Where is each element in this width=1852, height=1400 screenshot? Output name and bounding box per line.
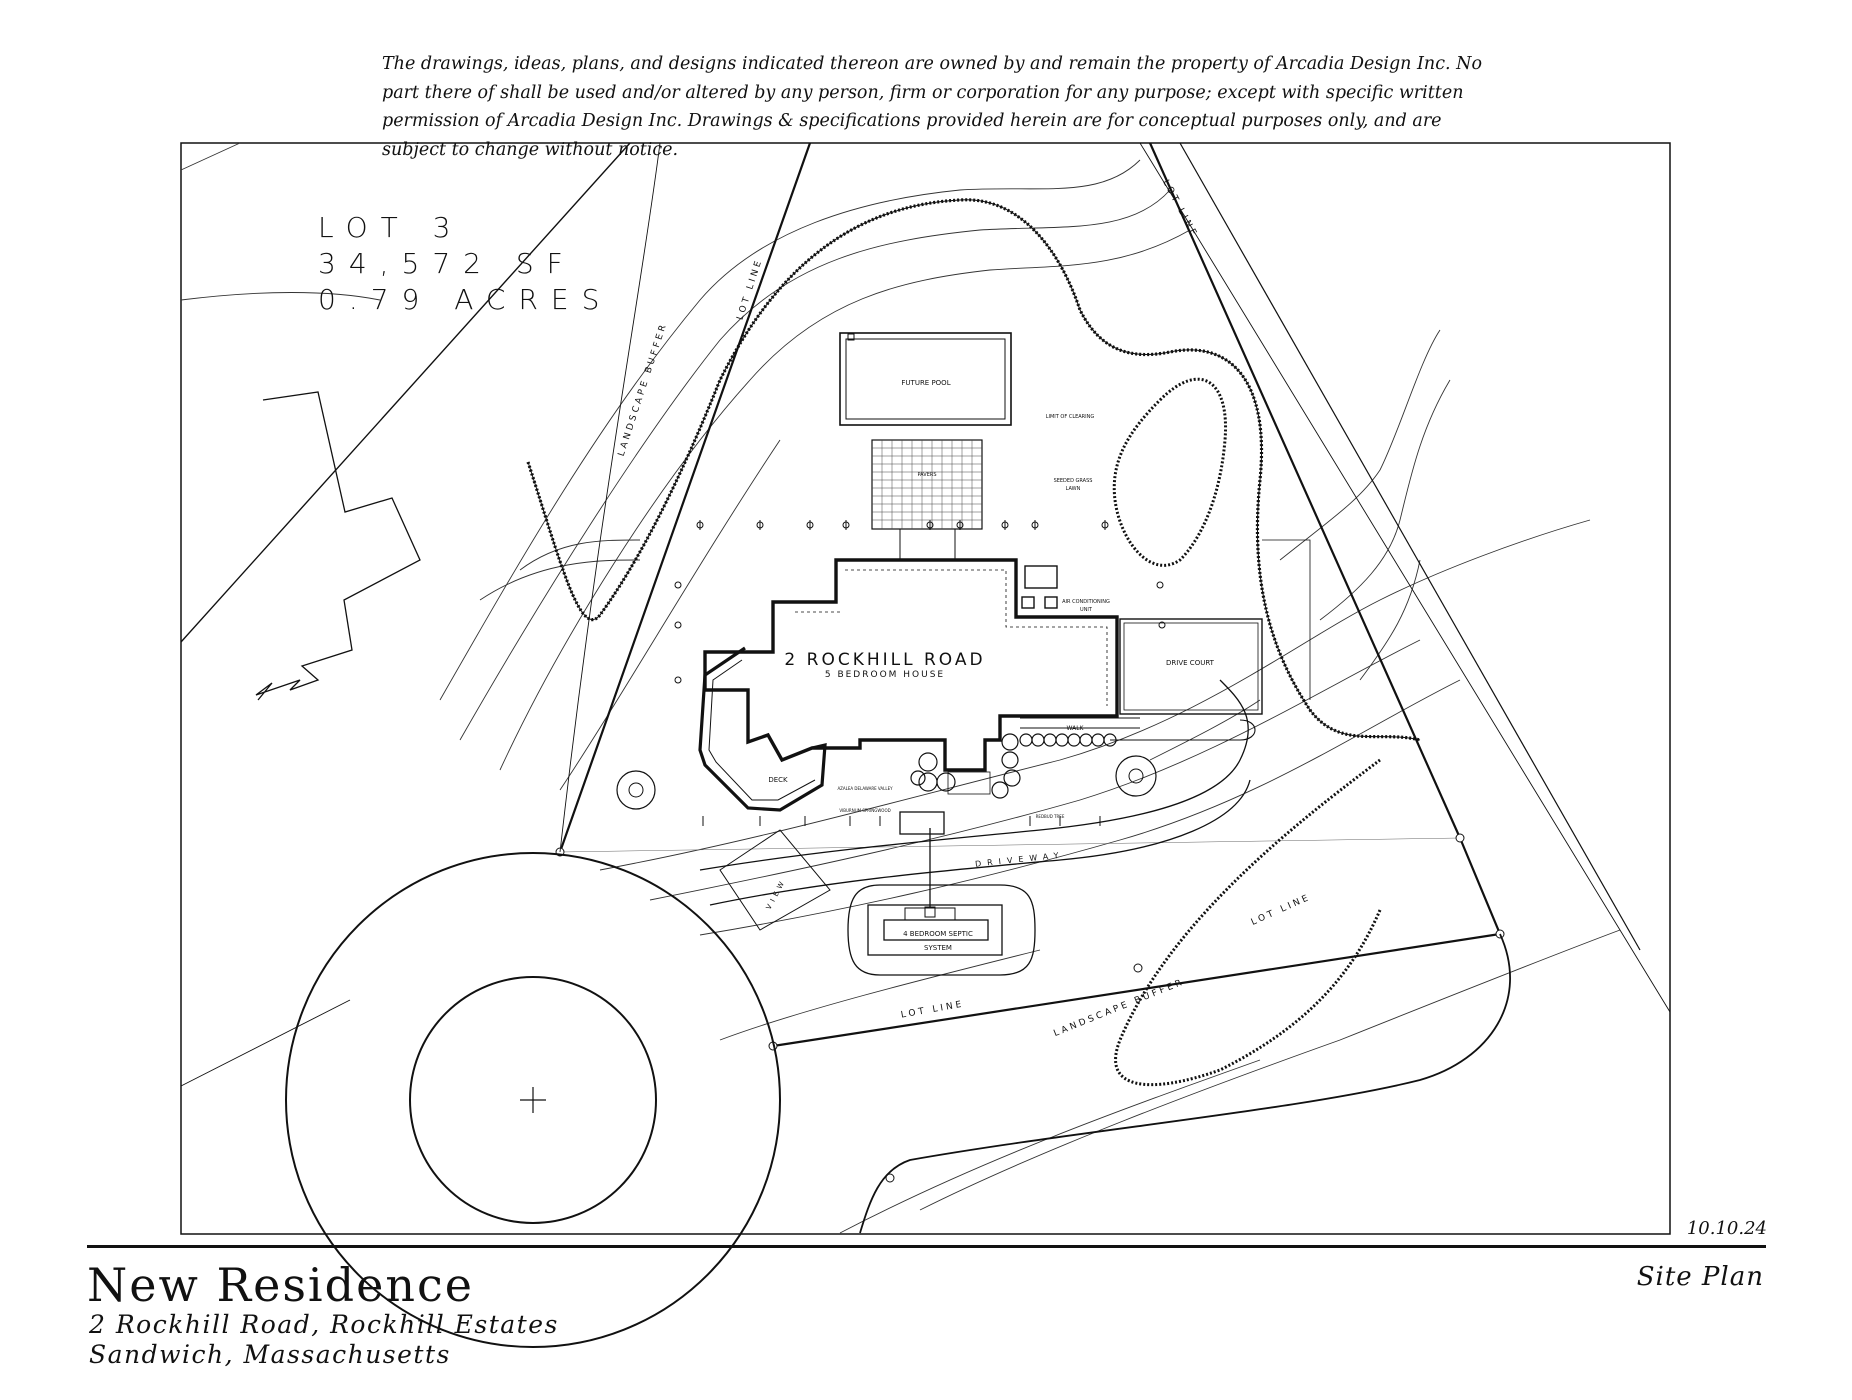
septic-label-2: SYSTEM: [924, 944, 952, 952]
address-line-2: Sandwich, Massachusetts: [89, 1340, 451, 1369]
lot-line-east: [1148, 142, 1462, 839]
deck: [698, 646, 827, 812]
seeded-grass-label-2: LAWN: [1066, 486, 1081, 492]
ac-unit-label: AIR CONDITIONING: [1062, 599, 1110, 605]
house-desc-label: 5 BEDROOM HOUSE: [825, 670, 945, 680]
house-footprint: [703, 558, 1119, 772]
neighbor-house: [255, 391, 421, 701]
azalea-label: AZALEA DELAWARE VALLEY: [837, 786, 893, 791]
driveway: [699, 679, 1249, 871]
title-block-rule: [87, 1245, 1766, 1248]
seeded-grass-label: SEEDED GRASS: [1054, 478, 1093, 484]
lot-info: LOT 3 34,572 SF 0.79 ACRES: [318, 210, 612, 318]
septic-system: [847, 884, 1036, 976]
lot-number: LOT 3: [318, 211, 464, 244]
drive-court-label: DRIVE COURT: [1166, 659, 1215, 667]
project-address: 2 Rockhill Road, Rockhill Estates Sandwi…: [89, 1310, 559, 1370]
lot-line-west: [558, 142, 812, 853]
landscape-buffer-label-west: LANDSCAPE BUFFER: [617, 321, 670, 457]
topo-contours: [180, 142, 1621, 1234]
patio-pavers: [871, 439, 983, 530]
future-pool: [839, 332, 1012, 426]
cul-de-sac: [285, 852, 781, 1348]
limit-of-clearing-label: LIMIT OF CLEARING: [1046, 414, 1095, 420]
pavers-label: PAVERS: [917, 472, 936, 478]
deck-label: DECK: [768, 776, 788, 784]
drive-court: [1119, 618, 1263, 715]
house-name-label: 2 ROCKHILL ROAD: [784, 650, 985, 670]
lot-area-sf: 34,572 SF: [318, 247, 576, 280]
drawing-date: 10.10.24: [1686, 1218, 1767, 1239]
drawing-frame: [180, 142, 1671, 1235]
address-line-1: 2 Rockhill Road, Rockhill Estates: [89, 1310, 559, 1339]
lot-line-south: [772, 837, 1502, 1048]
septic-label-1: 4 BEDROOM SEPTIC: [903, 930, 973, 938]
redbud-label: REDBUD TREE: [1036, 814, 1065, 819]
ac-unit-label-2: UNIT: [1080, 607, 1093, 613]
driveway-label: DRIVEWAY: [975, 850, 1065, 868]
sheet-title: Site Plan: [1636, 1262, 1764, 1292]
walk-label: WALK: [1067, 725, 1085, 732]
project-title: New Residence: [87, 1258, 474, 1312]
landscape-buffer-label-south: LANDSCAPE BUFFER: [1052, 977, 1186, 1039]
future-pool-label: FUTURE POOL: [901, 379, 950, 387]
lot-line-label-east: LOT LINE: [1160, 178, 1199, 239]
lot-line-label-south: LOT LINE: [1250, 893, 1313, 928]
lot-area-acres: 0.79 ACRES: [318, 283, 613, 316]
viburnum-label: VIBURNUM SPRINGWOOD: [839, 808, 890, 813]
ownership-disclaimer: The drawings, ideas, plans, and designs …: [382, 54, 1482, 160]
